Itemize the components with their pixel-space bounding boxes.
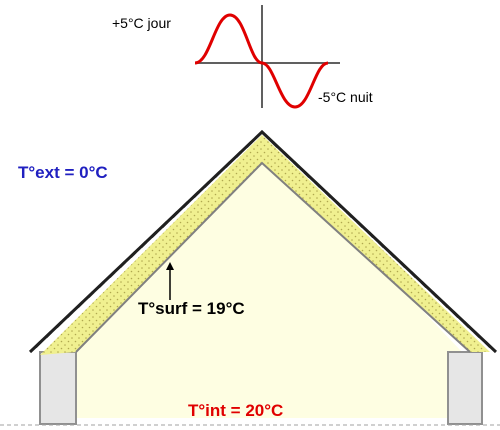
roof-tile xyxy=(303,170,311,179)
right-wall xyxy=(447,351,483,425)
roof-tile xyxy=(192,190,200,199)
roof-tile xyxy=(377,240,386,249)
roof-tile xyxy=(282,150,290,159)
roof-tile xyxy=(224,160,232,169)
roof-tile xyxy=(118,260,126,269)
roof-tile xyxy=(420,280,428,289)
sine-wave xyxy=(194,13,329,109)
roof-tile xyxy=(45,330,53,339)
roof-tile xyxy=(452,310,460,319)
roof-tile xyxy=(182,200,190,209)
roof-tiles xyxy=(28,129,498,354)
interior-temperature-label: T°int = 20°C xyxy=(188,401,283,420)
roof-tile xyxy=(129,250,137,259)
left-wall xyxy=(39,351,77,425)
roof-tile xyxy=(356,220,364,229)
roof-tile xyxy=(463,320,471,329)
roof-tile xyxy=(66,310,74,319)
roof-tile xyxy=(87,290,95,299)
roof-tile xyxy=(431,290,439,299)
roof-tile xyxy=(34,340,42,349)
roof-tile xyxy=(108,270,116,279)
temperature-sine-graph: +5°C jour -5°C nuit xyxy=(112,5,373,109)
roof-tile xyxy=(346,210,354,219)
roof-tile xyxy=(139,240,148,249)
roof-tile xyxy=(171,210,179,219)
roof-tile xyxy=(484,340,492,349)
roof-tile xyxy=(150,230,158,239)
roof-tile xyxy=(161,220,169,229)
roof-tile xyxy=(399,260,407,269)
roof-tile xyxy=(324,190,332,199)
roof-tile xyxy=(203,180,211,189)
roof-tile xyxy=(213,170,221,179)
roof-tile xyxy=(76,300,84,309)
roof-tile xyxy=(409,270,417,279)
roof-tile xyxy=(55,320,63,329)
surface-pointer-arrow xyxy=(166,262,174,300)
roof-tile xyxy=(97,280,105,289)
roof-tile xyxy=(335,200,343,209)
roof-tile xyxy=(473,330,481,339)
day-temperature-label: +5°C jour xyxy=(112,15,171,31)
roof-tile xyxy=(441,300,449,309)
night-temperature-label: -5°C nuit xyxy=(318,89,373,105)
roof-tile xyxy=(367,230,375,239)
roof-tile xyxy=(314,180,322,189)
roof-tile xyxy=(234,150,242,159)
roof-insulation xyxy=(40,135,490,355)
exterior-temperature-label: T°ext = 0°C xyxy=(18,163,108,182)
roof-tile xyxy=(271,140,279,149)
ceiling-line xyxy=(75,161,471,353)
roof-tile xyxy=(245,140,253,149)
house-interior xyxy=(40,143,462,418)
surface-temperature-label: T°surf = 19°C xyxy=(138,299,245,318)
roof-tile xyxy=(292,160,300,169)
roof-tile xyxy=(388,250,396,259)
